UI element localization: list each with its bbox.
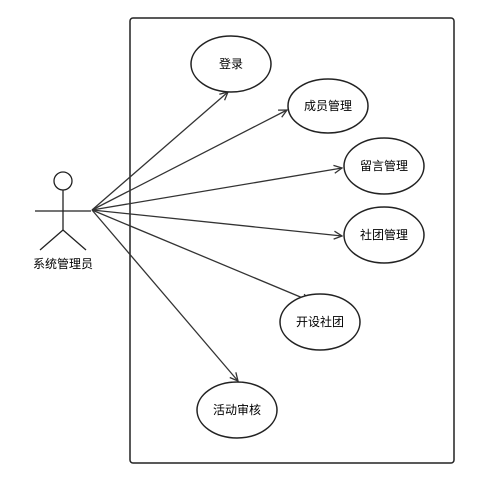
use-case-label: 活动审核	[213, 402, 261, 417]
use-case-review: 活动审核	[196, 381, 278, 439]
association-create-club	[91, 209, 310, 301]
use-case-label: 留言管理	[360, 158, 408, 173]
system-boundary	[129, 17, 455, 464]
actor-left-leg	[39, 229, 64, 251]
use-case-login: 登录	[190, 35, 272, 93]
use-case-clubs: 社团管理	[343, 206, 425, 264]
use-case-label: 成员管理	[304, 98, 352, 113]
use-case-label: 开设社团	[296, 314, 344, 329]
association-clubs	[91, 209, 342, 236]
use-case-label: 社团管理	[360, 227, 408, 242]
use-case-create-club: 开设社团	[279, 293, 361, 351]
association-review	[91, 209, 238, 381]
association-login	[91, 92, 228, 211]
actor-name: 系统管理员	[33, 256, 93, 271]
actor-right-leg	[62, 229, 87, 251]
use-case-label: 登录	[219, 56, 243, 71]
use-case-members: 成员管理	[287, 78, 369, 134]
use-case-messages: 留言管理	[343, 137, 425, 195]
association-members	[91, 110, 287, 211]
associations	[91, 92, 342, 381]
actor-head	[53, 171, 73, 191]
actor-figure	[35, 171, 91, 251]
association-messages	[91, 168, 342, 211]
